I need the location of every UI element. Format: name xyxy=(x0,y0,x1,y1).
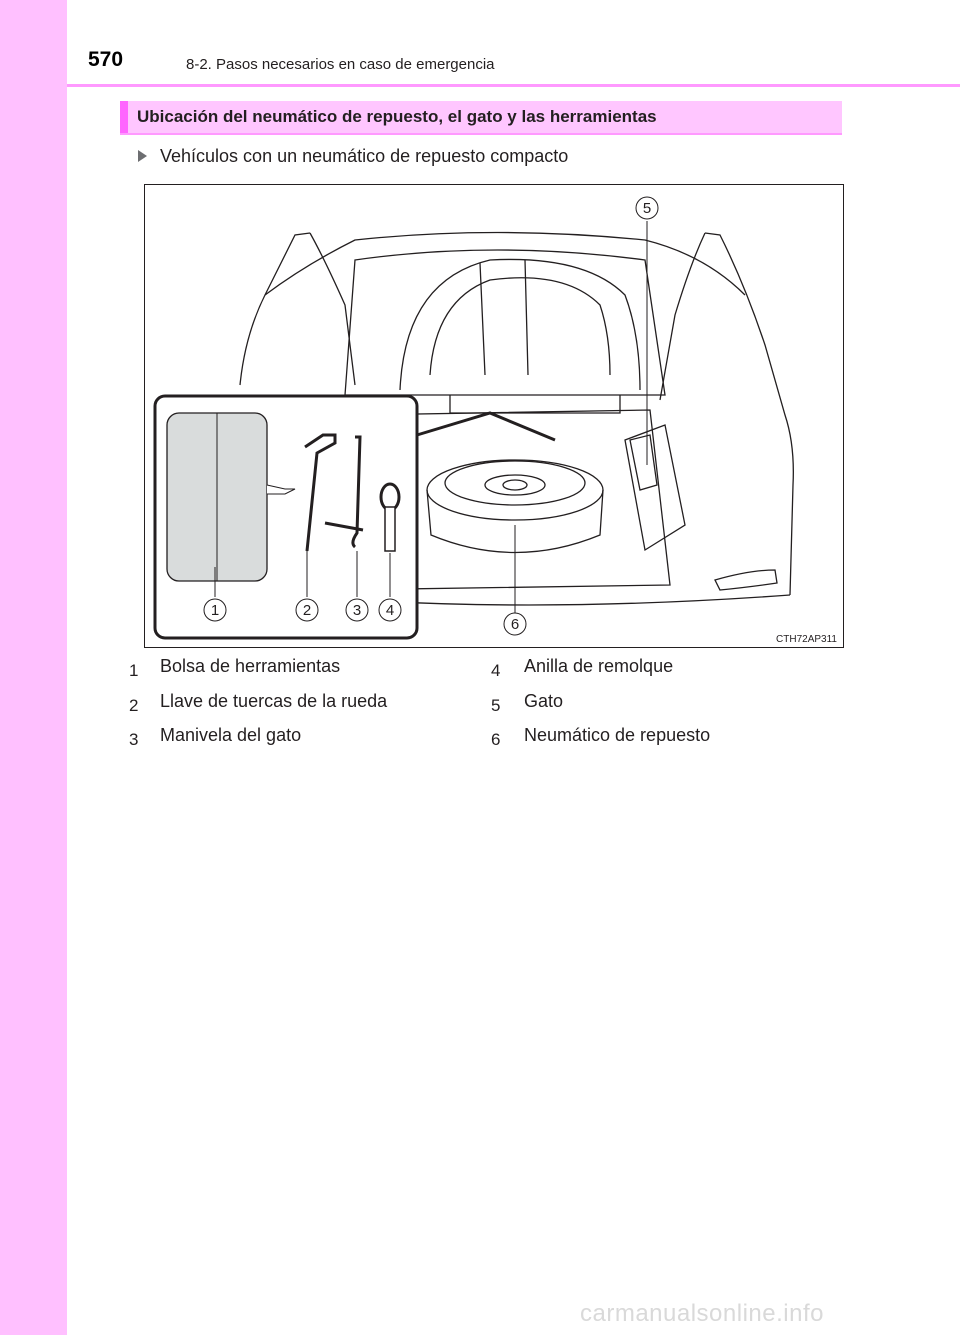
callout-3-circle xyxy=(345,598,369,622)
legend-num-6: 6 xyxy=(491,730,500,749)
section-heading-bar: Ubicación del neumático de repuesto, el … xyxy=(120,101,842,135)
footer-watermark: carmanualsonline.info xyxy=(580,1300,824,1327)
legend-label-3: Manivela del gato xyxy=(160,725,302,745)
callout-6-number: 6 xyxy=(511,616,519,633)
legend-num-1: 1 xyxy=(129,661,138,680)
trunk-illustration: 1 2 3 4 5 6 CTH72AP311 xyxy=(144,184,844,648)
section-accent xyxy=(120,101,128,133)
page-number: 570 xyxy=(88,48,124,71)
callout-2-number: 2 xyxy=(303,602,311,619)
section-title: Ubicación del neumático de repuesto, el … xyxy=(137,107,657,126)
legend-label-5: Gato xyxy=(524,691,564,711)
legend-left-numbers: 1 2 3 xyxy=(129,661,138,749)
page-sidebar-band xyxy=(0,0,67,1335)
callout-5-circle xyxy=(635,196,659,220)
legend-num-3: 3 xyxy=(129,730,138,749)
callout-5-number: 5 xyxy=(643,200,651,217)
figure-code: CTH72AP311 xyxy=(776,634,837,645)
legend-label-2: Llave de tuercas de la rueda xyxy=(160,691,388,711)
legend-label-4: Anilla de remolque xyxy=(524,656,674,676)
legend-right-numbers: 4 5 6 xyxy=(491,661,500,749)
legend-label-6: Neumático de repuesto xyxy=(524,725,711,745)
bullet-arrow-icon xyxy=(138,150,147,162)
header-divider xyxy=(67,84,960,87)
legend-num-5: 5 xyxy=(491,696,500,715)
callout-4-circle xyxy=(378,598,402,622)
legend-num-2: 2 xyxy=(129,696,138,715)
trunk-drawing: 1 2 3 4 5 6 xyxy=(153,196,794,640)
callout-1-number: 1 xyxy=(211,602,219,619)
callout-1-circle xyxy=(203,598,227,622)
legend-num-4: 4 xyxy=(491,661,500,680)
legend-label-1: Bolsa de herramientas xyxy=(160,656,341,676)
callout-2-circle xyxy=(295,598,319,622)
bullet-text: Vehículos con un neumático de repuesto c… xyxy=(160,146,569,166)
chapter-heading: 8-2. Pasos necesarios en caso de emergen… xyxy=(186,56,495,73)
callout-6-circle xyxy=(503,612,527,636)
callout-3-number: 3 xyxy=(353,602,361,619)
callout-4-number: 4 xyxy=(386,602,394,619)
